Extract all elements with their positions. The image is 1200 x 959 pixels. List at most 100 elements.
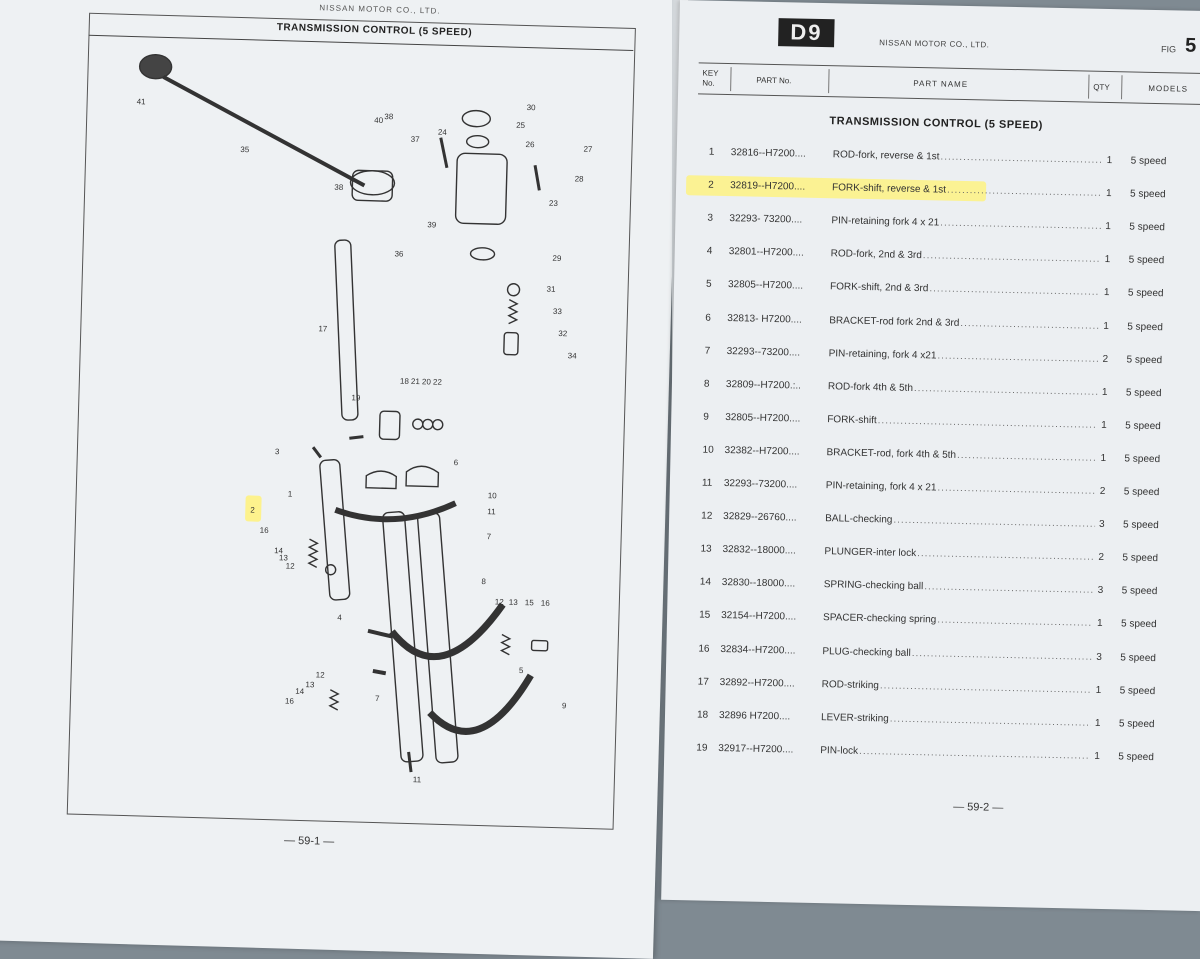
- fig-label: FIG: [1160, 44, 1177, 55]
- qty-cell: 1: [1105, 188, 1112, 200]
- callout-4: 4: [337, 613, 342, 622]
- model-cell: 5 speed: [1122, 519, 1159, 532]
- callout-9: 9: [562, 701, 567, 710]
- callout-labels: 41 35 40 38 37 30 25 26 27 24 28 38 39 2…: [137, 97, 594, 784]
- part-no-cell: 32805--H7200....: [725, 411, 801, 425]
- qty-cell: 2: [1102, 353, 1109, 365]
- col-part-no: PART No.: [756, 75, 792, 85]
- qty-cell: 1: [1095, 684, 1102, 696]
- control-housing: [454, 152, 508, 225]
- table-row: 5 32805--H7200.... 1 5 speed FORK-shift, 2nd…: [674, 274, 1200, 307]
- model-cell: 5 speed: [1119, 684, 1156, 697]
- striking-rod: [334, 239, 359, 421]
- part-name-text: ROD-fork 4th & 5th: [828, 381, 1098, 398]
- qty-cell: 1: [1101, 386, 1108, 398]
- callout-33: 33: [553, 307, 563, 316]
- callout-15: 15: [525, 598, 535, 607]
- part-name-cell: PIN-lock: [820, 745, 1090, 762]
- model-cell: 5 speed: [1124, 453, 1161, 466]
- o-ring-29: [469, 247, 496, 261]
- part-no-cell: 32382--H7200....: [724, 444, 800, 458]
- part-name-cell: FORK-shift: [827, 414, 1097, 431]
- right-page: D9 NISSAN MOTOR CO., LTD. FIG 5 KEY No. …: [661, 0, 1200, 912]
- o-ring-30: [461, 109, 492, 128]
- callout-14b: 14: [295, 687, 305, 696]
- callout-7: 7: [487, 532, 492, 541]
- callout-7b: 7: [375, 694, 380, 703]
- callout-10: 10: [488, 491, 498, 500]
- callout-38: 38: [334, 183, 344, 192]
- callout-34: 34: [568, 351, 578, 360]
- part-name-text: FORK-shift, 2nd & 3rd: [830, 282, 1100, 299]
- part-name-text: PIN-retaining, fork 4 x21: [829, 348, 1099, 365]
- callout-6: 6: [454, 458, 459, 467]
- key-no-cell: 15: [699, 609, 711, 622]
- part-no-cell: 32816--H7200....: [730, 147, 806, 160]
- part-name-cell: BRACKET-rod, fork 4th & 5th: [826, 447, 1096, 464]
- callout-12: 12: [286, 561, 296, 570]
- model-cell: 5 speed: [1128, 254, 1165, 267]
- callout-38b: 38: [384, 112, 394, 121]
- part-name-cell: ROD-striking: [822, 679, 1092, 696]
- key-no-cell: 11: [701, 477, 713, 489]
- part-name-text: SPACER-checking spring: [823, 613, 1093, 630]
- right-maker-label: NISSAN MOTOR CO., LTD.: [879, 38, 990, 50]
- key-no-cell: 19: [696, 742, 708, 754]
- callout-3: 3: [275, 447, 280, 456]
- col-qty: QTY: [1093, 82, 1110, 92]
- callout-30: 30: [527, 103, 537, 112]
- callout-2: 2: [250, 505, 255, 514]
- callout-26: 26: [525, 140, 535, 149]
- shift-fork-4th-5th: [427, 673, 534, 735]
- part-name-text: PLUG-checking ball: [822, 646, 1092, 663]
- part-no-cell: 32917--H7200....: [718, 742, 794, 756]
- part-name-cell: PLUG-checking ball: [822, 646, 1092, 663]
- part-no-cell: 32801--H7200....: [728, 246, 804, 259]
- part-no-cell: 32805--H7200....: [727, 279, 804, 293]
- fork-rod-2nd-3rd: [382, 511, 424, 763]
- callout-16c: 16: [285, 697, 295, 706]
- part-name-cell: LEVER-striking: [821, 712, 1091, 729]
- callout-16b: 16: [541, 599, 551, 608]
- model-cell: 5 speed: [1118, 718, 1155, 730]
- lever-housing: [351, 169, 394, 202]
- part-no-cell: 32830--18000....: [721, 577, 796, 590]
- page-number-right: — 59-2 —: [953, 800, 1004, 814]
- part-name-text: PIN-lock: [820, 745, 1090, 762]
- shift-fork-2nd-3rd: [389, 602, 506, 661]
- qty-cell: 1: [1096, 618, 1103, 630]
- model-cell: 5 speed: [1127, 287, 1164, 300]
- key-no-cell: 3: [707, 212, 714, 224]
- part-no-cell: 32829--26760....: [723, 511, 797, 524]
- callout-17: 17: [318, 324, 328, 333]
- model-cell: 5 speed: [1129, 188, 1166, 201]
- qty-cell: 1: [1103, 287, 1110, 299]
- qty-cell: 2: [1098, 552, 1105, 564]
- part-no-cell: 32892--H7200....: [719, 676, 795, 690]
- model-cell: 5 speed: [1127, 320, 1163, 333]
- part-name-text: FORK-shift: [827, 414, 1097, 431]
- callout-37: 37: [411, 135, 421, 144]
- callout-28: 28: [575, 174, 585, 183]
- part-no-cell: 32293--73200....: [726, 345, 801, 359]
- part-no-cell: 32293- 73200....: [729, 213, 803, 226]
- callout-23: 23: [549, 199, 559, 208]
- qty-cell: 3: [1097, 585, 1104, 597]
- callout-8: 8: [481, 577, 486, 586]
- key-no-cell: 6: [705, 312, 712, 324]
- model-cell: 5 speed: [1129, 221, 1166, 234]
- part-name-cell: ROD-fork, 2nd & 3rd: [831, 249, 1101, 266]
- part-name-cell: PIN-retaining, fork 4 x 21: [826, 480, 1096, 497]
- key-no-cell: 5: [705, 278, 712, 291]
- callout-32: 32: [558, 329, 568, 338]
- part-name-text: BALL-checking: [825, 513, 1095, 530]
- callout-12b: 12: [495, 597, 505, 606]
